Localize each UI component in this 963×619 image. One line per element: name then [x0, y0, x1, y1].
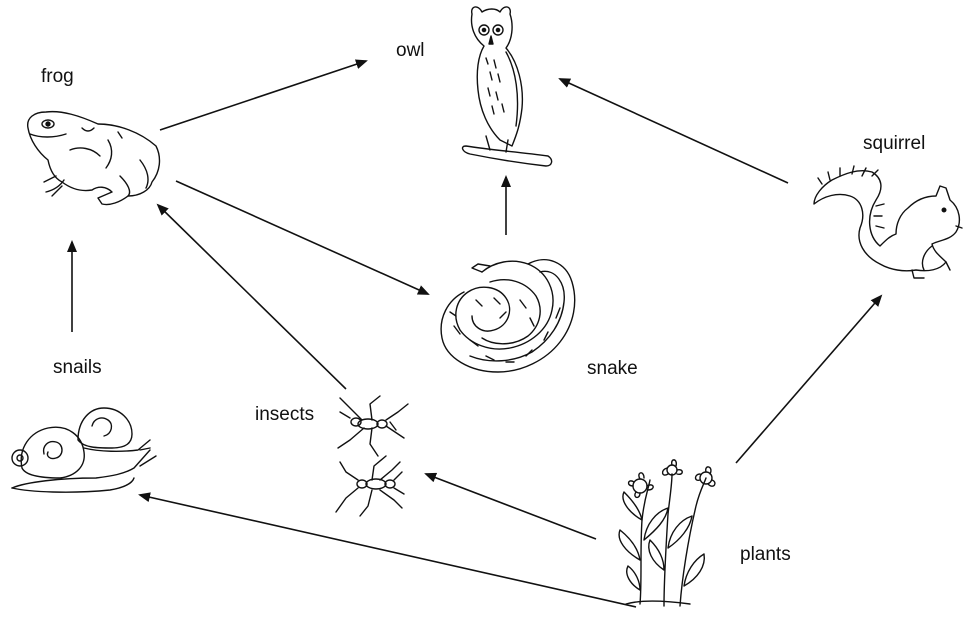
owl-label: owl — [396, 40, 425, 62]
snake-icon — [441, 260, 575, 372]
snails-label: snails — [53, 357, 102, 379]
snails-icon — [12, 408, 156, 492]
plants-label: plants — [740, 544, 791, 566]
insects-icon — [336, 396, 408, 516]
insects-label: insects — [255, 404, 314, 426]
owl-icon — [463, 7, 552, 166]
squirrel-icon — [814, 166, 962, 278]
squirrel-label: squirrel — [863, 133, 925, 155]
plants-icon — [619, 460, 715, 606]
snake-label: snake — [587, 358, 638, 380]
frog-label: frog — [41, 66, 74, 88]
frog-icon — [28, 112, 160, 205]
